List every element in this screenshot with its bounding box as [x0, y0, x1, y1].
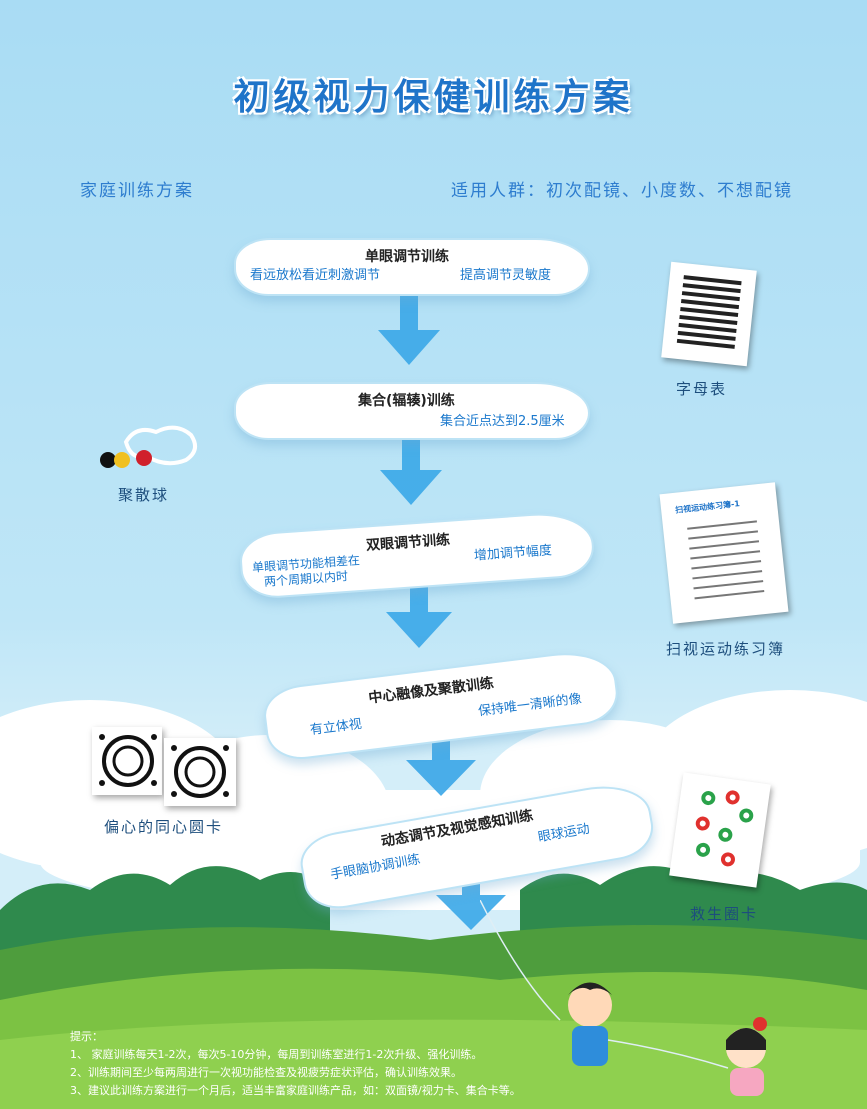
kids-with-kite-illustration — [480, 900, 767, 1096]
lifebuoy-card — [669, 772, 771, 888]
concentric-circle-icon — [99, 734, 157, 787]
step-1-note-right: 提高调节灵敏度 — [460, 268, 552, 283]
step-1-note-left: 看远放松看近刺激调节 — [250, 268, 381, 283]
letter-chart-card — [661, 261, 757, 367]
eccentric-card-2 — [164, 738, 236, 806]
subtitle-home-training: 家庭训练方案 — [80, 181, 194, 201]
focus-ball-label: 聚散球 — [118, 486, 170, 504]
subtitle-target-group: 适用人群：初次配镜、小度数、不想配镜 — [451, 181, 793, 201]
tips-heading: 提示： — [70, 1030, 103, 1043]
letter-grid-icon — [676, 275, 742, 349]
focus-ball-icon — [100, 425, 197, 468]
step-2-title: 集合(辐辏)训练 — [358, 393, 455, 409]
page-title: 初级视力保健训练方案 — [233, 76, 634, 118]
step-2-note-right: 集合近点达到2.5厘米 — [440, 414, 565, 429]
step-1-title: 单眼调节训练 — [365, 249, 449, 265]
tips-section: 提示： 1、 家庭训练每天1-2次，每次5-10分钟，每周到训练室进行1-2次升… — [70, 1028, 521, 1100]
eccentric-card-label: 偏心的同心圆卡 — [104, 818, 224, 836]
tracking-book-card: 扫视运动练习簿-1 — [659, 482, 789, 624]
tracking-book-label: 扫视运动练习簿 — [666, 640, 786, 658]
tip-line-3: 3、建议此训练方案进行一个月后，适当丰富家庭训练产品，如：双面镜/视力卡、集合卡… — [70, 1084, 521, 1097]
letter-chart-label: 字母表 — [676, 380, 728, 398]
eccentric-card-1 — [92, 727, 162, 795]
concentric-circle-icon — [171, 745, 229, 798]
tip-line-2: 2、训练期间至少每两周进行一次视功能检查及视疲劳症状评估，确认训练效果。 — [70, 1066, 462, 1079]
lifebuoy-card-label: 救生圈卡 — [690, 905, 759, 923]
tip-line-1: 1、 家庭训练每天1-2次，每次5-10分钟，每周到训练室进行1-2次升级、强化… — [70, 1048, 483, 1061]
lifebuoy-rings-icon — [695, 790, 754, 867]
forest-hill — [0, 866, 867, 1109]
dot-grid-icon — [687, 520, 765, 600]
